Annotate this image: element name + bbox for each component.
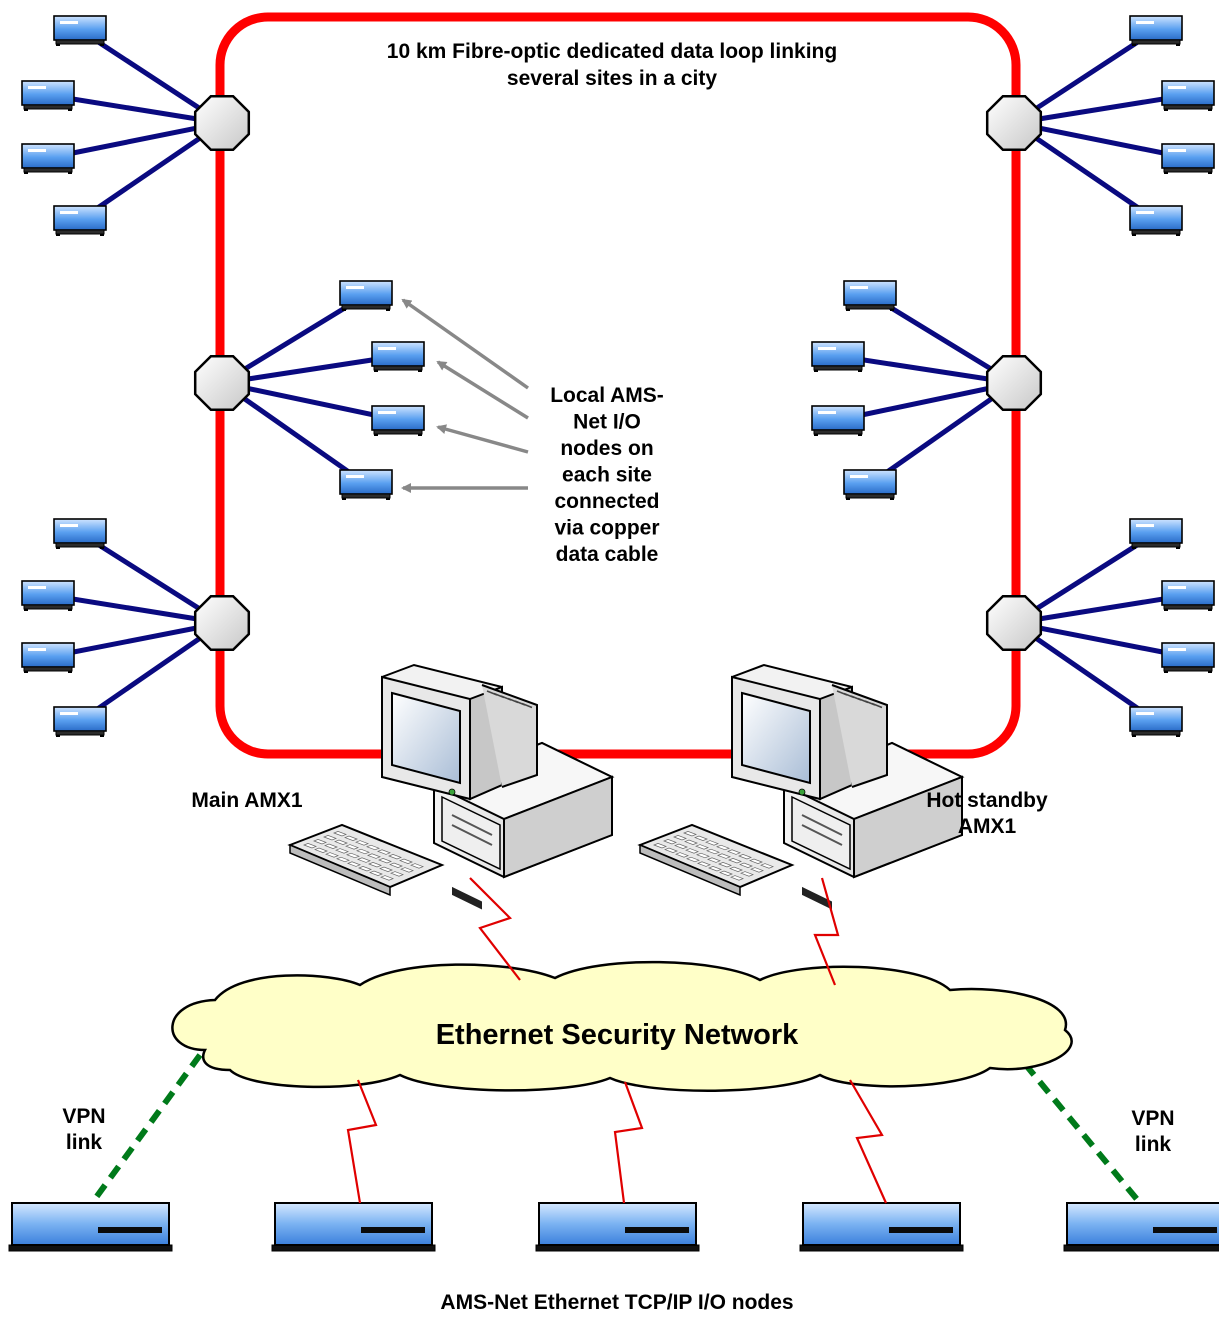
rack-device-icon bbox=[271, 1202, 436, 1252]
io-module-icon bbox=[53, 15, 107, 46]
wireless-link-bolt bbox=[849, 1079, 888, 1204]
pointer-arrow bbox=[436, 360, 529, 420]
copper-cable bbox=[77, 620, 225, 724]
computer-workstation-icon bbox=[287, 663, 615, 910]
vpn-link-right bbox=[1022, 1062, 1143, 1205]
network-label: Ethernet Security Network bbox=[436, 1019, 799, 1051]
wireless-link-bolt bbox=[346, 1079, 378, 1204]
local-nodes-note-line: Net I/O bbox=[573, 411, 641, 434]
vpn-left-label-line: VPN bbox=[62, 1105, 105, 1128]
io-module-icon bbox=[1129, 706, 1183, 737]
local-nodes-note-line: Local AMS- bbox=[550, 384, 664, 407]
io-module-icon bbox=[53, 205, 107, 236]
local-nodes-note-line: each site bbox=[562, 464, 652, 487]
copper-cable bbox=[1011, 120, 1191, 161]
main-amx1-label: Main AMX1 bbox=[191, 789, 303, 812]
copper-cable bbox=[1011, 92, 1191, 126]
copper-cable bbox=[45, 120, 225, 161]
copper-cable bbox=[1011, 620, 1191, 660]
io-module-icon bbox=[21, 642, 75, 673]
wireless-link-bolt bbox=[813, 877, 840, 986]
io-module-icon bbox=[53, 706, 107, 737]
copper-cable bbox=[1011, 120, 1159, 223]
copper-cable bbox=[45, 92, 225, 126]
cloud-icon bbox=[171, 960, 1073, 1093]
vpn-link-left bbox=[89, 1053, 203, 1205]
io-module-icon bbox=[21, 143, 75, 174]
io-module-icon bbox=[53, 518, 107, 549]
keyboard-icon bbox=[287, 823, 445, 897]
copper-cable bbox=[835, 353, 1017, 386]
io-module-icon bbox=[339, 469, 393, 500]
io-module-icon bbox=[811, 405, 865, 436]
local-nodes-note-line: connected bbox=[554, 490, 659, 513]
footer-caption: AMS-Net Ethernet TCP/IP I/O nodes bbox=[440, 1291, 793, 1312]
io-module-icon bbox=[811, 341, 865, 372]
io-module-icon bbox=[1129, 205, 1183, 236]
site-hub-icon bbox=[193, 594, 251, 652]
copper-cable bbox=[77, 120, 225, 223]
vpn-right-label-line: VPN bbox=[1131, 1107, 1174, 1130]
site-hub-icon bbox=[193, 94, 251, 152]
io-module-icon bbox=[371, 405, 425, 436]
vpn-right-label-line: link bbox=[1135, 1133, 1171, 1156]
io-module-icon bbox=[1161, 642, 1215, 673]
io-module-icon bbox=[339, 280, 393, 311]
io-module-icon bbox=[1161, 580, 1215, 611]
io-module-icon bbox=[1129, 518, 1183, 549]
local-nodes-note-line: via copper bbox=[554, 517, 659, 540]
hot-standby-label-line: Hot standby bbox=[926, 789, 1048, 812]
rack-device-icon bbox=[1063, 1202, 1219, 1252]
copper-cable bbox=[219, 380, 401, 423]
rack-device-icon bbox=[535, 1202, 700, 1252]
rack-device-icon bbox=[8, 1202, 173, 1252]
keyboard-icon bbox=[637, 823, 795, 897]
io-module-icon bbox=[371, 341, 425, 372]
wireless-link-bolt bbox=[613, 1081, 644, 1204]
loop-title-line: several sites in a city bbox=[507, 67, 717, 90]
site-hub-icon bbox=[985, 354, 1043, 412]
copper-cable bbox=[45, 592, 225, 626]
local-nodes-note-line: data cable bbox=[556, 543, 659, 566]
copper-cable bbox=[835, 380, 1017, 423]
site-hub-icon bbox=[193, 354, 251, 412]
pointer-arrow bbox=[436, 424, 529, 454]
copper-cable bbox=[219, 353, 401, 386]
site-hub-icon bbox=[985, 594, 1043, 652]
copper-cable bbox=[219, 380, 369, 487]
wireless-link-bolt bbox=[469, 877, 521, 981]
site-hub-icon bbox=[985, 94, 1043, 152]
io-module-icon bbox=[1129, 15, 1183, 46]
copper-cable bbox=[1011, 592, 1191, 626]
io-module-icon bbox=[843, 469, 897, 500]
hot-standby-label-line: AMX1 bbox=[958, 815, 1017, 838]
copper-cable bbox=[45, 620, 225, 660]
io-module-icon bbox=[21, 580, 75, 611]
pointer-arrow bbox=[401, 298, 530, 390]
computer-workstation-icon bbox=[637, 663, 965, 910]
vpn-left-label-line: link bbox=[66, 1131, 102, 1154]
io-module-icon bbox=[843, 280, 897, 311]
loop-title-line: 10 km Fibre-optic dedicated data loop li… bbox=[387, 40, 837, 63]
rack-device-icon bbox=[799, 1202, 964, 1252]
io-module-icon bbox=[1161, 143, 1215, 174]
copper-cable bbox=[867, 380, 1017, 487]
copper-cable bbox=[1011, 620, 1159, 724]
io-module-icon bbox=[21, 80, 75, 111]
io-module-icon bbox=[1161, 80, 1215, 111]
local-nodes-note-line: nodes on bbox=[560, 437, 653, 460]
